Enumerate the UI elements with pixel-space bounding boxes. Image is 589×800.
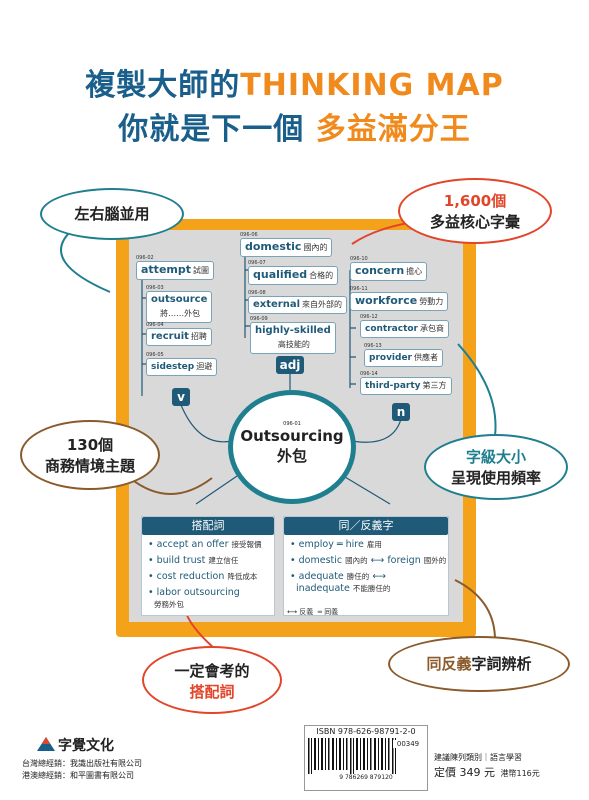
noun-pill: n xyxy=(392,403,410,421)
publisher-mountain-icon xyxy=(37,737,55,751)
callout-antonym: 同反義字詞辨析 xyxy=(388,636,570,692)
headline-line2: 你就是下一個 多益滿分王 xyxy=(118,112,471,147)
synonym-panel: 同／反義字 • employ ═ hire 雇用 • domestic 國內的 … xyxy=(283,516,449,616)
center-topic: 096-01 Outsourcing 外包 xyxy=(228,390,356,504)
collocation-item: • accept an offer 接受報價 xyxy=(148,539,262,550)
synonym-header: 同／反義字 xyxy=(284,517,448,535)
legend: ⟷ 反義 ═ 同義 xyxy=(287,608,339,616)
verb-pill: v xyxy=(172,388,190,406)
collocation-panel: 搭配詞 • accept an offer 接受報價 • build trust… xyxy=(141,516,275,616)
collocation-item: • labor outsourcing 勞務外包 xyxy=(148,587,240,609)
adj-pill: adj xyxy=(276,356,304,374)
synonym-item: • employ ═ hire 雇用 xyxy=(290,539,382,550)
publisher-logo xyxy=(36,736,56,756)
tw-distributor: 台灣總經銷：我識出版社有限公司 xyxy=(22,759,142,768)
callout-font-size: 字級大小 呈現使用頻率 xyxy=(424,434,568,500)
publisher-name: 字覺文化 xyxy=(58,738,114,754)
collocation-header: 搭配詞 xyxy=(142,517,274,535)
callout-word-count: 1,600個 多益核心字彙 xyxy=(398,178,552,244)
callout-topics: 130個 商務情境主題 xyxy=(20,420,160,490)
barcode-box: ISBN 978-626-98791-2-0 9 786269 879120 xyxy=(304,725,428,791)
addon-code: 00349 xyxy=(393,740,423,748)
callout-collocation: 一定會考的 搭配詞 xyxy=(142,646,282,714)
synonym-item: • adequate 勝任的 ⟷ inadequate 不能勝任的 xyxy=(290,571,391,594)
shelf-category: 建議陳列類別｜語言學習 xyxy=(434,753,522,762)
callout-brain: 左右腦並用 xyxy=(40,188,184,240)
headline-line1: 複製大師的THINKING MAP xyxy=(85,68,504,103)
hk-distributor: 港澳總經銷：和平圖書有限公司 xyxy=(22,771,134,780)
synonym-item: • domestic 國內的 ⟷ foreign 國外的 xyxy=(290,555,447,566)
barcode-icon xyxy=(308,738,396,774)
collocation-item: • build trust 建立信任 xyxy=(148,555,239,566)
price-line: 定價 349 元 港幣116元 xyxy=(434,766,540,779)
collocation-item: • cost reduction 降低成本 xyxy=(148,571,258,582)
